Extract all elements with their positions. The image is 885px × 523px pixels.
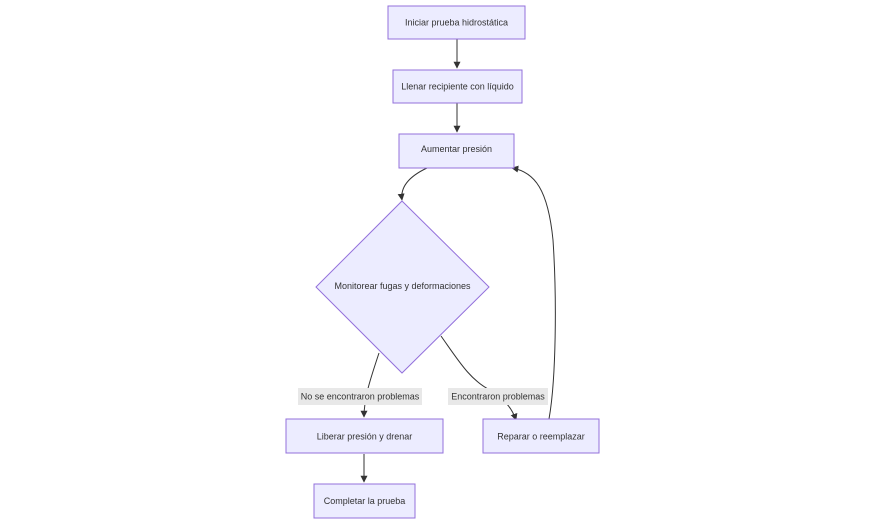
node-start-label: Iniciar prueba hidrostática	[405, 18, 508, 28]
node-fill-label: Llenar recipiente con líquido	[401, 82, 514, 92]
node-start[interactable]: Iniciar prueba hidrostática	[387, 5, 526, 40]
node-repair[interactable]: Reparar o reemplazar	[482, 418, 600, 454]
node-repair-label: Reparar o reemplazar	[497, 432, 585, 442]
edge-label-no-problems: No se encontraron problemas	[298, 388, 422, 405]
node-fill[interactable]: Llenar recipiente con líquido	[392, 69, 523, 104]
edge-monitor-to-repair	[440, 335, 518, 421]
edge-label-no-problems-text: No se encontraron problemas	[301, 392, 420, 402]
node-monitor-label: Monitorear fugas y deformaciones	[334, 281, 471, 291]
edge-label-problems: Encontraron problemas	[448, 388, 548, 405]
node-monitor[interactable]: Monitorear fugas y deformaciones	[315, 200, 490, 374]
node-release-label: Liberar presión y drenar	[317, 432, 413, 442]
edge-monitor-to-release	[360, 352, 380, 418]
edge-repair-to-pressure	[511, 165, 556, 420]
edge-label-problems-text: Encontraron problemas	[451, 392, 545, 402]
edge-pressure-to-monitor	[397, 167, 428, 201]
node-pressure[interactable]: Aumentar presión	[398, 133, 515, 169]
node-release[interactable]: Liberar presión y drenar	[285, 418, 444, 454]
node-complete[interactable]: Completar la prueba	[313, 483, 416, 519]
node-pressure-label: Aumentar presión	[421, 144, 492, 154]
node-complete-label: Completar la prueba	[324, 496, 406, 506]
